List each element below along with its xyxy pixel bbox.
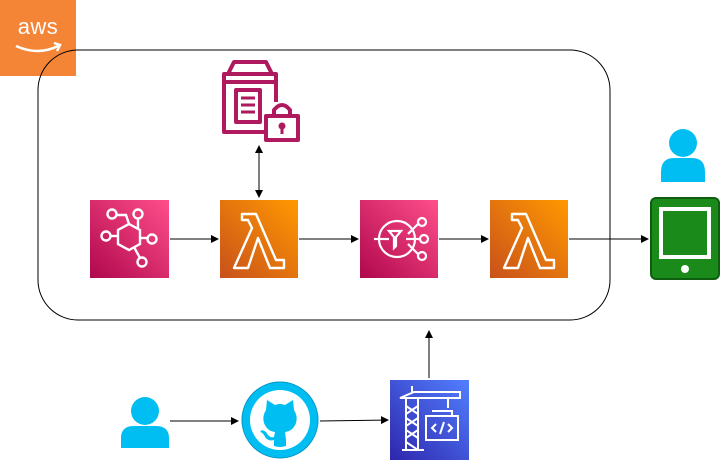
- github-node[interactable]: [240, 380, 320, 460]
- aws-smile-icon: [15, 41, 62, 53]
- lambda-function-2-node[interactable]: [490, 200, 568, 278]
- aws-cloud-boundary: [37, 49, 611, 321]
- github-icon: [241, 381, 319, 459]
- codebuild-node[interactable]: [390, 380, 469, 460]
- mobile-icon: [650, 197, 720, 280]
- user-icon: [121, 397, 169, 448]
- arrow-github-to-codebuild: [319, 416, 389, 425]
- secrets-manager-node[interactable]: [220, 60, 300, 142]
- end-user-node[interactable]: [660, 128, 706, 182]
- lambda-icon: [220, 200, 298, 278]
- aws-logo: aws: [0, 0, 76, 76]
- developer-node[interactable]: [120, 396, 170, 448]
- lambda-function-1-node[interactable]: [220, 200, 298, 278]
- sns-icon: [360, 200, 438, 278]
- mobile-device-node[interactable]: [650, 197, 720, 280]
- eventbridge-node[interactable]: [90, 200, 169, 278]
- codebuild-icon: [390, 380, 469, 460]
- eventbridge-icon: [90, 200, 169, 278]
- secrets-manager-icon: [222, 60, 300, 142]
- user-icon: [661, 129, 705, 182]
- sns-node[interactable]: [360, 200, 438, 278]
- aws-logo-text: aws: [17, 14, 59, 39]
- lambda-icon: [490, 200, 568, 278]
